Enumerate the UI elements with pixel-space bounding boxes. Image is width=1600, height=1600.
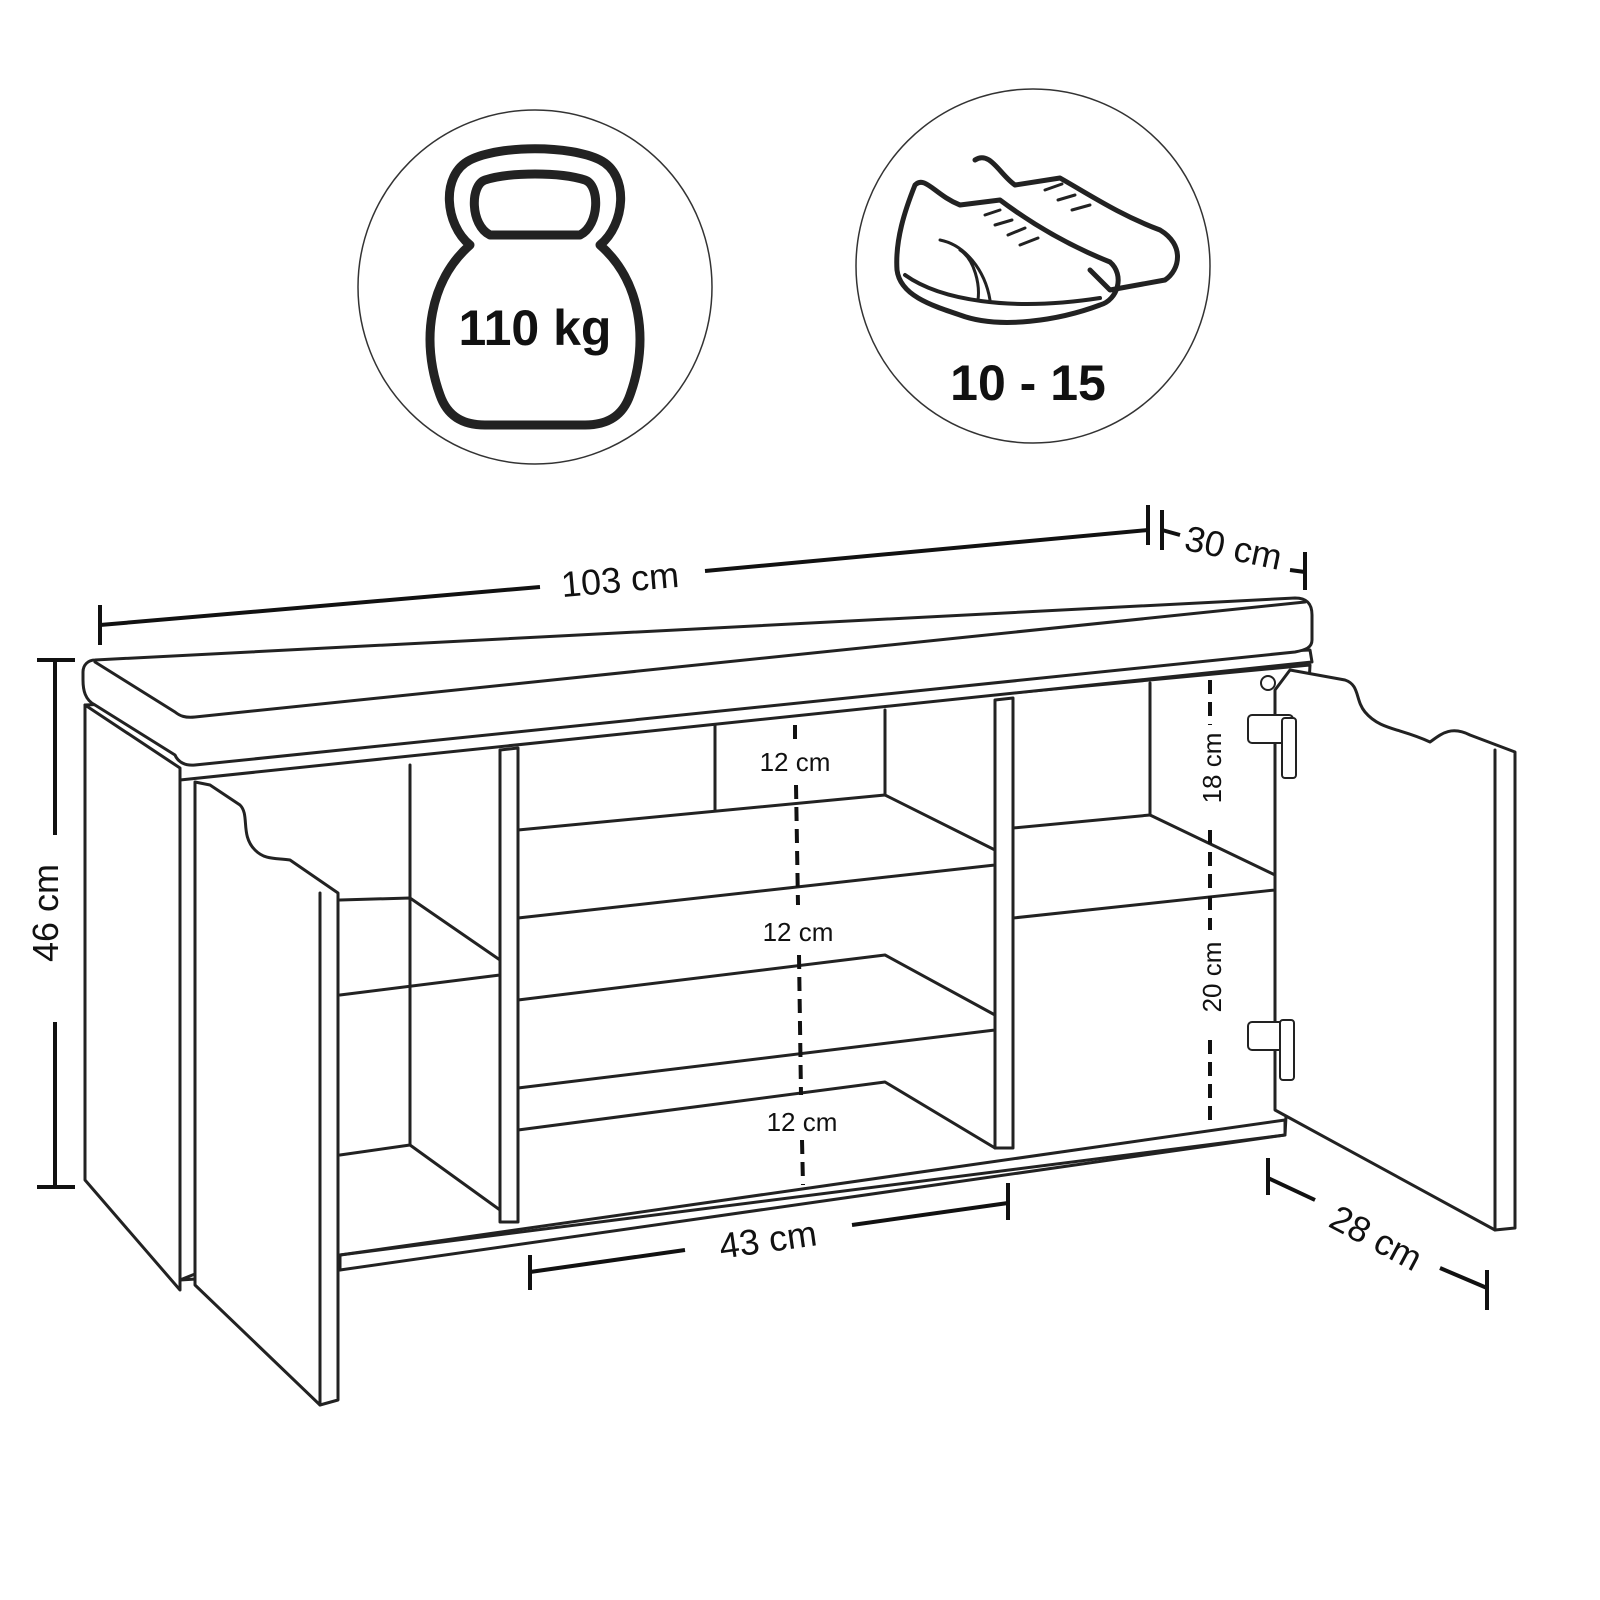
hinge-icon	[1247, 675, 1297, 779]
weight-label: 110 kg	[459, 300, 612, 356]
left-side-panel	[83, 703, 182, 1292]
sneakers-icon	[894, 155, 1180, 325]
inner-width-label: 43 cm	[717, 1212, 820, 1266]
seat-cushion	[81, 596, 1314, 767]
dimension-depth: 30 cm	[1146, 505, 1307, 590]
weight-capacity-badge: 110 kg	[357, 109, 713, 465]
side-upper-label: 18 cm	[1197, 733, 1227, 804]
height-label: 46 cm	[25, 864, 66, 962]
kettlebell-icon	[425, 144, 645, 430]
dimension-side-compartment: 18 cm 20 cm	[1197, 680, 1227, 1125]
shoe-capacity-badge: 10 - 15	[855, 88, 1211, 444]
badge-circle	[855, 88, 1211, 444]
depth-label: 30 cm	[1181, 517, 1285, 577]
right-door	[1273, 668, 1517, 1232]
door-width-label: 28 cm	[1323, 1197, 1429, 1279]
left-door	[193, 780, 340, 1407]
dimension-shelf-gaps: 12 cm 12 cm 12 cm	[760, 725, 838, 1186]
hinge-icon	[1247, 1019, 1295, 1081]
shoe-count-label: 10 - 15	[950, 355, 1106, 411]
bench-illustration	[81, 596, 1517, 1407]
dimension-height: 46 cm	[25, 658, 75, 1189]
shelf-gap-label: 12 cm	[767, 1107, 838, 1137]
badge-circle	[357, 109, 713, 465]
width-label: 103 cm	[559, 554, 680, 605]
side-lower-label: 20 cm	[1197, 942, 1227, 1013]
shelf-gap-label: 12 cm	[763, 917, 834, 947]
shelf-gap-label: 12 cm	[760, 747, 831, 777]
